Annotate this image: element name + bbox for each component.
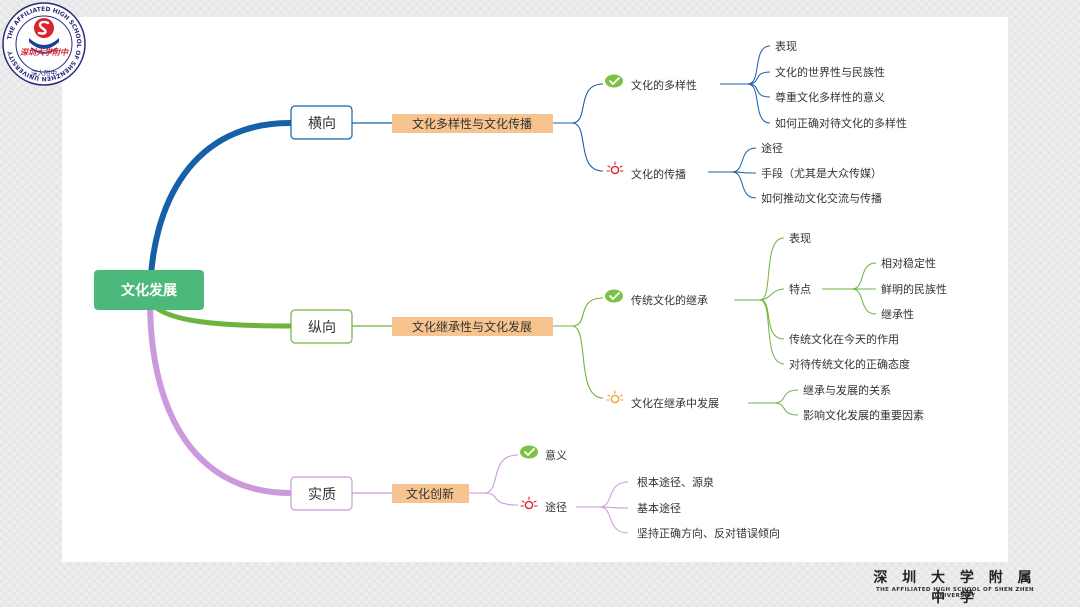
leaf-label: 鲜明的民族性 (881, 282, 947, 296)
leaf-label: 传统文化在今天的作用 (789, 332, 899, 346)
leaf-label: 坚持正确方向、反对错误倾向 (637, 526, 780, 540)
leaf-label: 相对稳定性 (881, 256, 936, 270)
sub-label: 途径 (545, 500, 567, 514)
topic-box-essence (392, 484, 469, 503)
sub-label: 文化在继承中发展 (631, 396, 719, 410)
sub-label: 传统文化的继承 (631, 293, 708, 307)
sub-label: 文化的传播 (631, 167, 686, 181)
check-icon (520, 445, 538, 459)
school-logo: THE AFFILIATED HIGH SCHOOL OF SHENZHEN U… (2, 2, 86, 86)
lightbulb-icon (606, 390, 624, 404)
root-label: 文化发展 (121, 282, 177, 299)
leaf-label: 影响文化发展的重要因素 (803, 408, 924, 422)
branch-label-vertical: 纵向 (308, 320, 336, 336)
leaf-label: 继承与发展的关系 (803, 383, 891, 397)
root-node (94, 270, 204, 310)
topic-label-vertical: 文化继承性与文化发展 (412, 319, 532, 334)
school-footer: 深 圳 大 学 附 属 中 学 THE AFFILIATED HIGH SCHO… (862, 567, 1048, 606)
leaf-label: 途径 (761, 141, 783, 155)
leaf-label: 表现 (789, 231, 811, 245)
leaf-label: 对待传统文化的正确态度 (789, 357, 910, 371)
branch-node-horizontal (290, 105, 353, 140)
lightbulb-icon (606, 161, 624, 175)
sub-label: 意义 (545, 448, 567, 462)
school-name-en: THE AFFILIATED HIGH SCHOOL OF SHEN ZHEN … (875, 587, 1034, 599)
leaf-label: 继承性 (881, 307, 914, 321)
branch-label-essence: 实质 (308, 487, 336, 503)
leaf-label: 基本途径 (637, 501, 681, 515)
topic-box-vertical (392, 317, 553, 336)
topic-label-essence: 文化创新 (406, 486, 454, 501)
branch-node-vertical (290, 309, 353, 344)
connector-root-essence (147, 297, 293, 496)
sub-label: 文化的多样性 (631, 78, 697, 92)
leaf-label: 特点 (789, 282, 811, 296)
leaf-label: 根本途径、源泉 (637, 475, 714, 489)
leaf-label: 文化的世界性与民族性 (775, 65, 885, 79)
leaf-label: 如何推动文化交流与传播 (761, 191, 882, 205)
connector-root-horizontal (147, 120, 293, 303)
school-name-cn: 深 圳 大 学 附 属 中 学 (873, 570, 1037, 606)
leaf-label: 尊重文化多样性的意义 (775, 90, 885, 104)
leaf-label: 表现 (775, 39, 797, 53)
leaf-label: 手段（尤其是大众传媒） (761, 166, 882, 180)
logo-inner-text: 深大附中 (31, 68, 57, 77)
topic-box-horizontal (392, 114, 553, 133)
check-icon (605, 74, 623, 88)
logo-center-script: 深圳大学附中 (20, 47, 69, 57)
check-icon (605, 289, 623, 303)
branch-label-horizontal: 横向 (308, 116, 336, 132)
topic-label-horizontal: 文化多样性与文化传播 (412, 116, 532, 131)
leaf-label: 如何正确对待文化的多样性 (775, 116, 907, 130)
lightbulb-icon (520, 496, 538, 510)
branch-node-essence (290, 476, 353, 511)
